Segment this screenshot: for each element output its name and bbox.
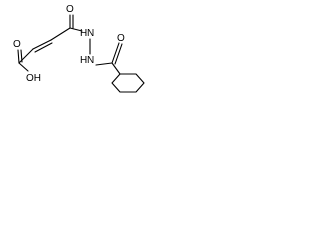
hydrazide-n1-label: N [87, 28, 94, 39]
amide-carbonyl-group [111, 42, 123, 75]
bond-carboxyl-c-o-double-a [17, 49, 20, 64]
alkene-group [32, 27, 71, 53]
bond-alkene-to-carbonyl [50, 27, 71, 41]
hydrazide-group [89, 38, 113, 66]
bond-amide-c-ring [111, 62, 121, 75]
bond-carboxyl-c-oh [18, 62, 29, 72]
bond-alkene-double-b [34, 42, 53, 53]
bond-carboxyl-to-alkene [18, 48, 34, 64]
acid-oxygen-label: O [13, 39, 21, 50]
chemical-structure-diagram: O H N H N O O OH [13, 4, 145, 93]
hydrazide-n2-label: N [87, 55, 94, 66]
acid-hydroxyl-label: OH [26, 73, 41, 84]
bond-amide-c-o-a [111, 42, 120, 64]
cyclohexane-ring [111, 73, 145, 93]
hydrazide-n2-h-label: H [80, 55, 87, 66]
hydrazide-n1-h-label: H [80, 28, 87, 39]
amide-oxygen-label: O [117, 33, 125, 44]
bond-amide-c-o-b [114, 43, 123, 65]
ketone-oxygen-label: O [66, 4, 74, 15]
bond-n-to-amide-c [95, 62, 113, 66]
keto-carbonyl-group [69, 14, 83, 32]
carboxylic-acid-group [17, 48, 34, 72]
bond-alkene-double-a [32, 39, 52, 50]
bond-keto-c-n [69, 27, 83, 32]
